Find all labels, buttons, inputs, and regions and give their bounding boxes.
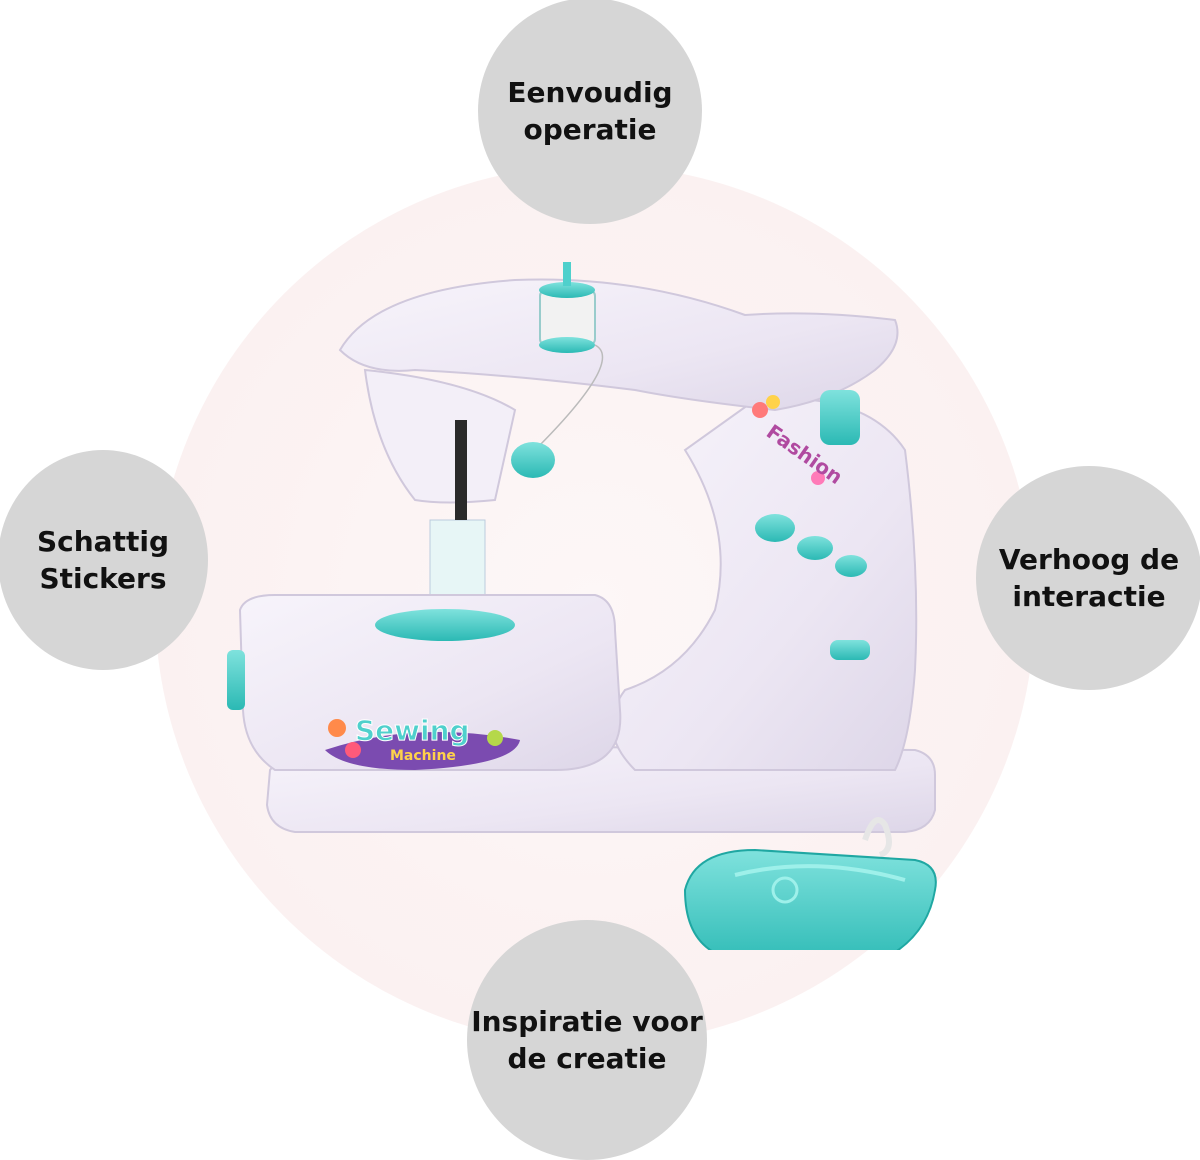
control-buttons bbox=[755, 514, 870, 660]
side-handwheel bbox=[227, 650, 245, 710]
feature-bubble-top: Eenvoudig operatie bbox=[478, 0, 702, 224]
sewing-sticker-text: Sewing bbox=[355, 714, 470, 747]
machine-head bbox=[363, 368, 517, 504]
feature-bubble-bottom: Inspiratie voor de creatie bbox=[467, 920, 707, 1160]
thread-spool-icon bbox=[539, 262, 596, 353]
needle-bar bbox=[455, 420, 467, 520]
machine-pillar bbox=[611, 397, 918, 771]
pedal-cable bbox=[862, 817, 892, 858]
feature-label-left: Schattig Stickers bbox=[36, 525, 169, 595]
feature-label-top: Eenvoudig operatie bbox=[507, 76, 673, 146]
sewing-machine-illustration: Fashion Sewing Machine bbox=[227, 262, 937, 950]
sewing-machine-sticker: Sewing Machine bbox=[325, 714, 520, 770]
thread-line bbox=[534, 344, 604, 451]
feature-label-right: Verhoog de interactie bbox=[998, 543, 1180, 613]
needle-plate bbox=[375, 609, 515, 641]
tension-knob bbox=[511, 442, 555, 478]
machine-sticker-text: Machine bbox=[390, 748, 456, 764]
machine-top-arm bbox=[338, 278, 899, 412]
feature-label-bottom: Inspiratie voor de creatie bbox=[471, 1005, 703, 1075]
foot-pedal-icon bbox=[683, 848, 937, 950]
feature-bubble-right: Verhoog de interactie bbox=[976, 466, 1200, 690]
feature-bubble-left: Schattig Stickers bbox=[0, 450, 208, 670]
stitch-dial bbox=[820, 390, 860, 445]
presser-foot bbox=[429, 519, 486, 601]
